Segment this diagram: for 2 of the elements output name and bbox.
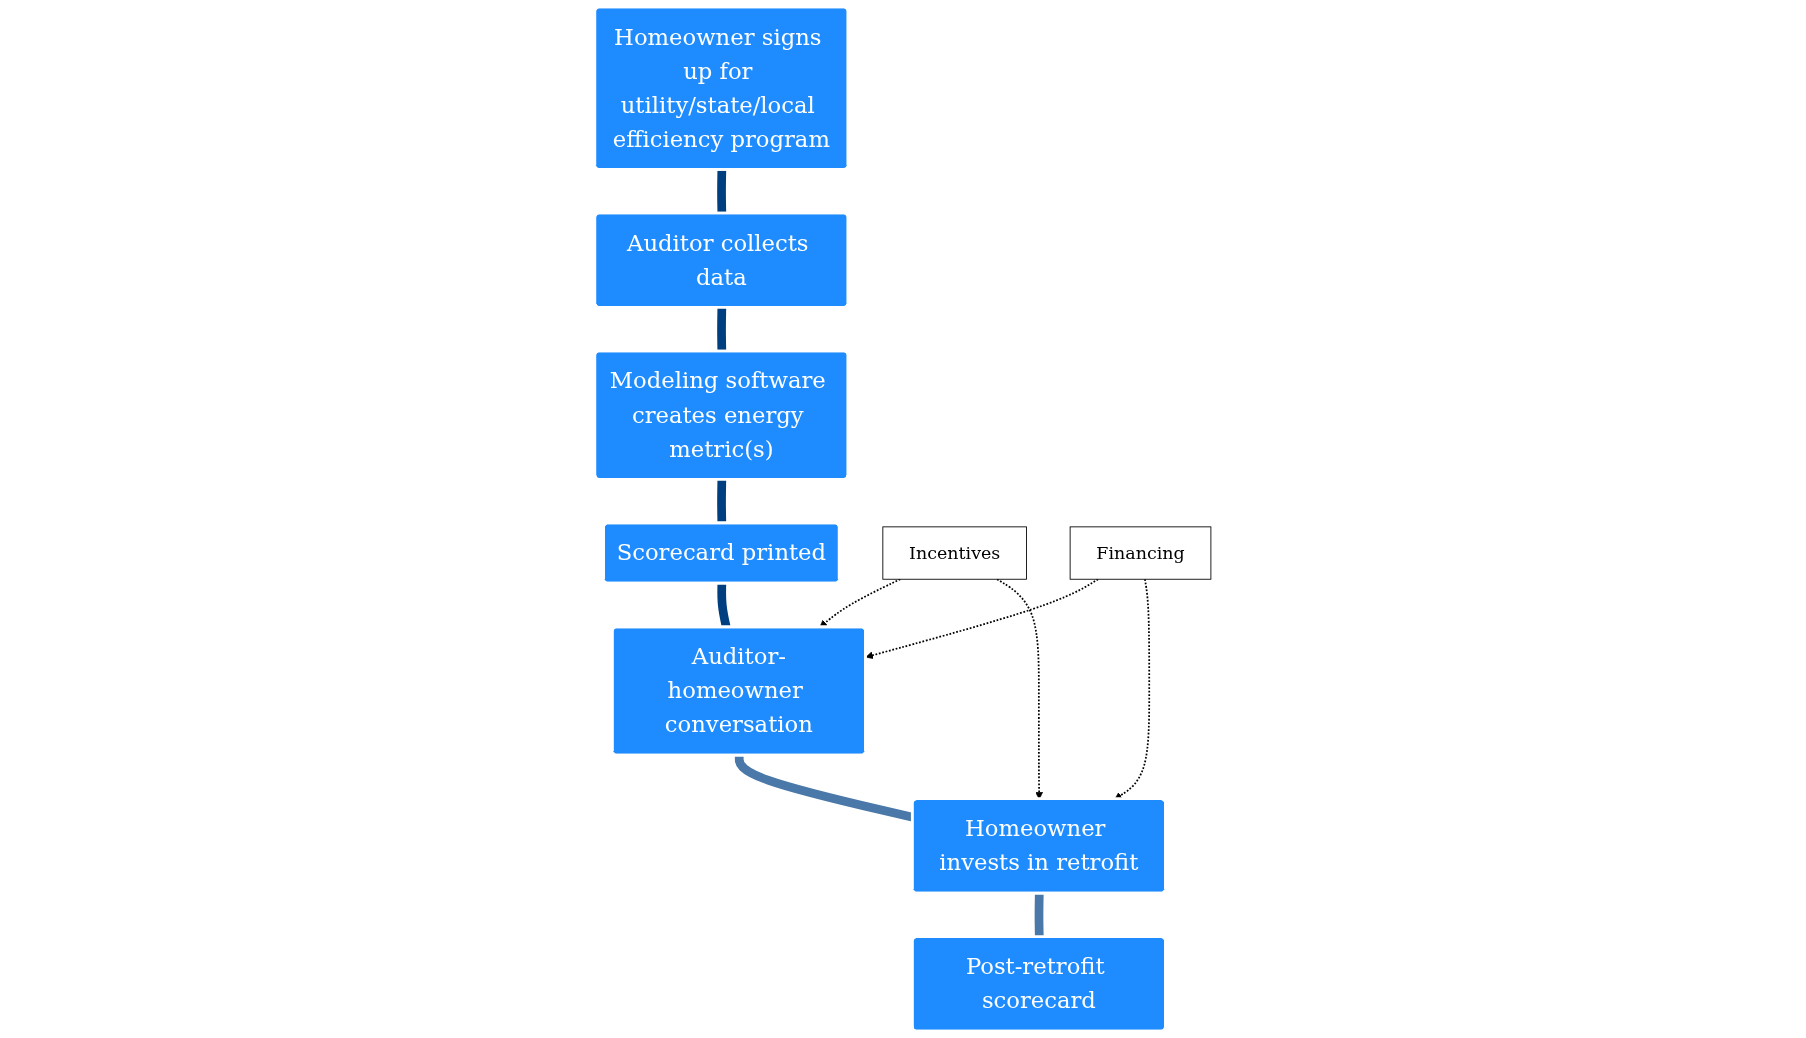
node-box: Financing [1069,526,1212,580]
node-box: Incentives [882,526,1028,580]
